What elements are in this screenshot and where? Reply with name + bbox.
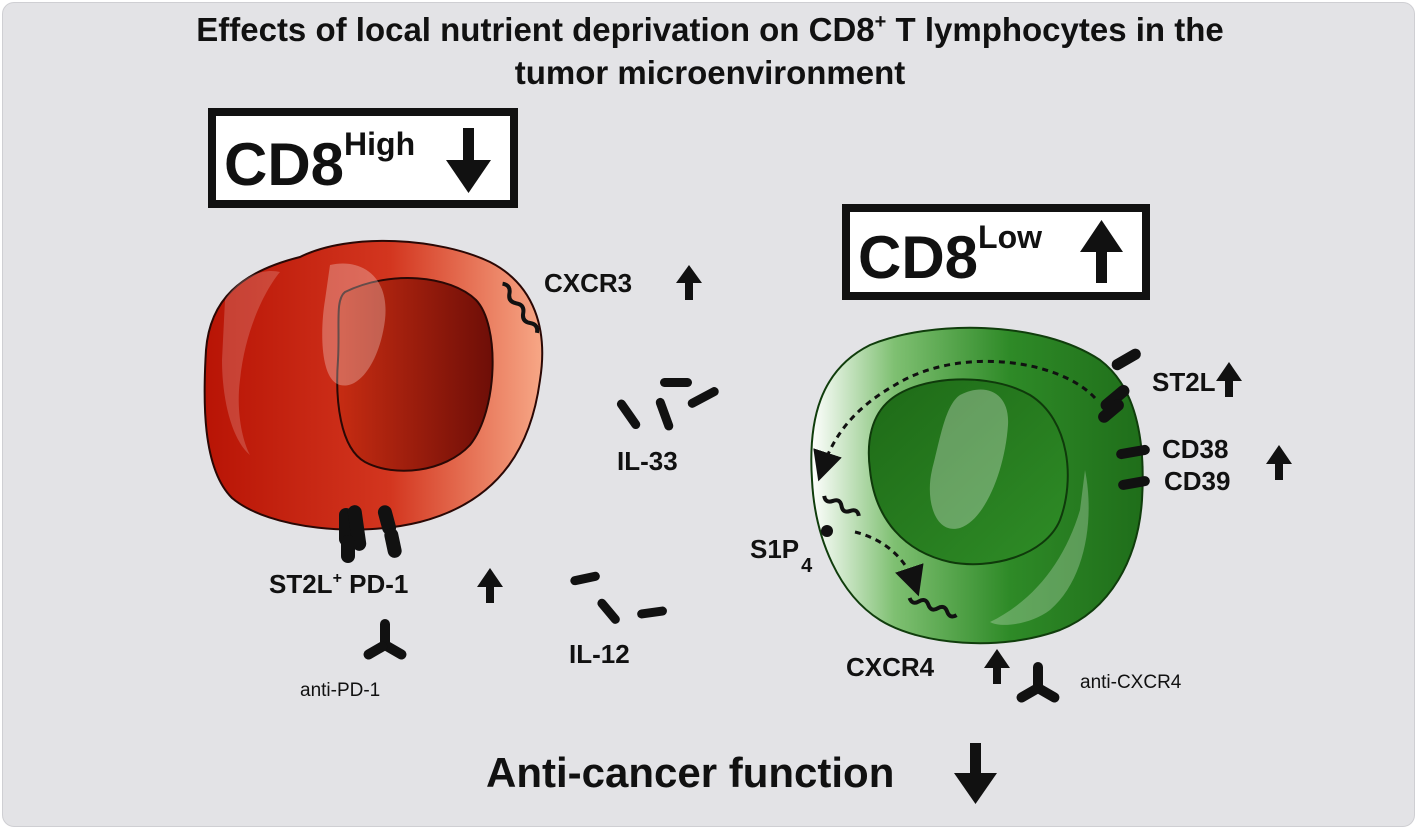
nucleus <box>336 277 494 472</box>
up-arrow-icon <box>984 649 1010 684</box>
cxcr4-label: CXCR4 <box>846 652 935 682</box>
cd38-label: CD38 <box>1162 434 1228 464</box>
s1p4-label: S1P4 <box>750 534 813 577</box>
up-arrow-icon <box>1216 362 1242 397</box>
nucleus <box>867 378 1069 566</box>
st2l-receptor-icon <box>339 505 367 563</box>
anti-cancer-function-label: Anti-cancer function <box>486 749 894 796</box>
anti-cxcr4-label: anti-CXCR4 <box>1080 672 1182 693</box>
st2l-label: ST2L <box>1152 367 1216 397</box>
up-arrow-icon <box>477 568 503 603</box>
antibody-icon <box>1016 662 1060 703</box>
il12-label: IL-12 <box>569 639 630 669</box>
s1p-ligand-icon <box>821 525 833 537</box>
cell-highlight <box>322 263 386 386</box>
st2l-pd1-label: ST2L+ PD-1 <box>269 569 408 599</box>
cd8-high-label: CD8High <box>224 126 415 198</box>
down-arrow-icon <box>954 743 997 804</box>
figure-title-line1: Effects of local nutrient deprivation on… <box>196 11 1224 48</box>
il33-label: IL-33 <box>617 446 678 476</box>
cxcr3-label: CXCR3 <box>544 268 632 298</box>
il12-molecules-icon <box>570 571 667 624</box>
anti-pd1-label: anti-PD-1 <box>300 680 380 701</box>
cd8-low-label: CD8Low <box>858 219 1042 291</box>
cell-highlight <box>929 389 1009 529</box>
st2l-receptor-icon <box>1098 348 1141 423</box>
il33-molecules-icon <box>616 378 719 431</box>
up-arrow-icon <box>1266 445 1292 480</box>
cd39-label: CD39 <box>1164 466 1230 496</box>
dashed-arrow-icon <box>813 359 1097 482</box>
cd8-high-cell <box>203 239 544 531</box>
up-arrow-icon <box>1080 220 1123 283</box>
cd8-low-cell <box>810 326 1144 645</box>
cxcr3-receptor-icon <box>502 281 540 334</box>
figure-title-line2: tumor microenvironment <box>515 54 906 91</box>
cxcr4-receptor-icon <box>907 597 958 619</box>
cd39-marker-icon <box>1118 476 1150 490</box>
cd38-marker-icon <box>1116 444 1150 460</box>
s1p4-receptor-icon <box>822 495 861 517</box>
pd1-receptor-icon <box>377 505 402 558</box>
antibody-icon <box>363 619 407 660</box>
down-arrow-icon <box>446 128 491 193</box>
up-arrow-icon <box>676 265 702 300</box>
